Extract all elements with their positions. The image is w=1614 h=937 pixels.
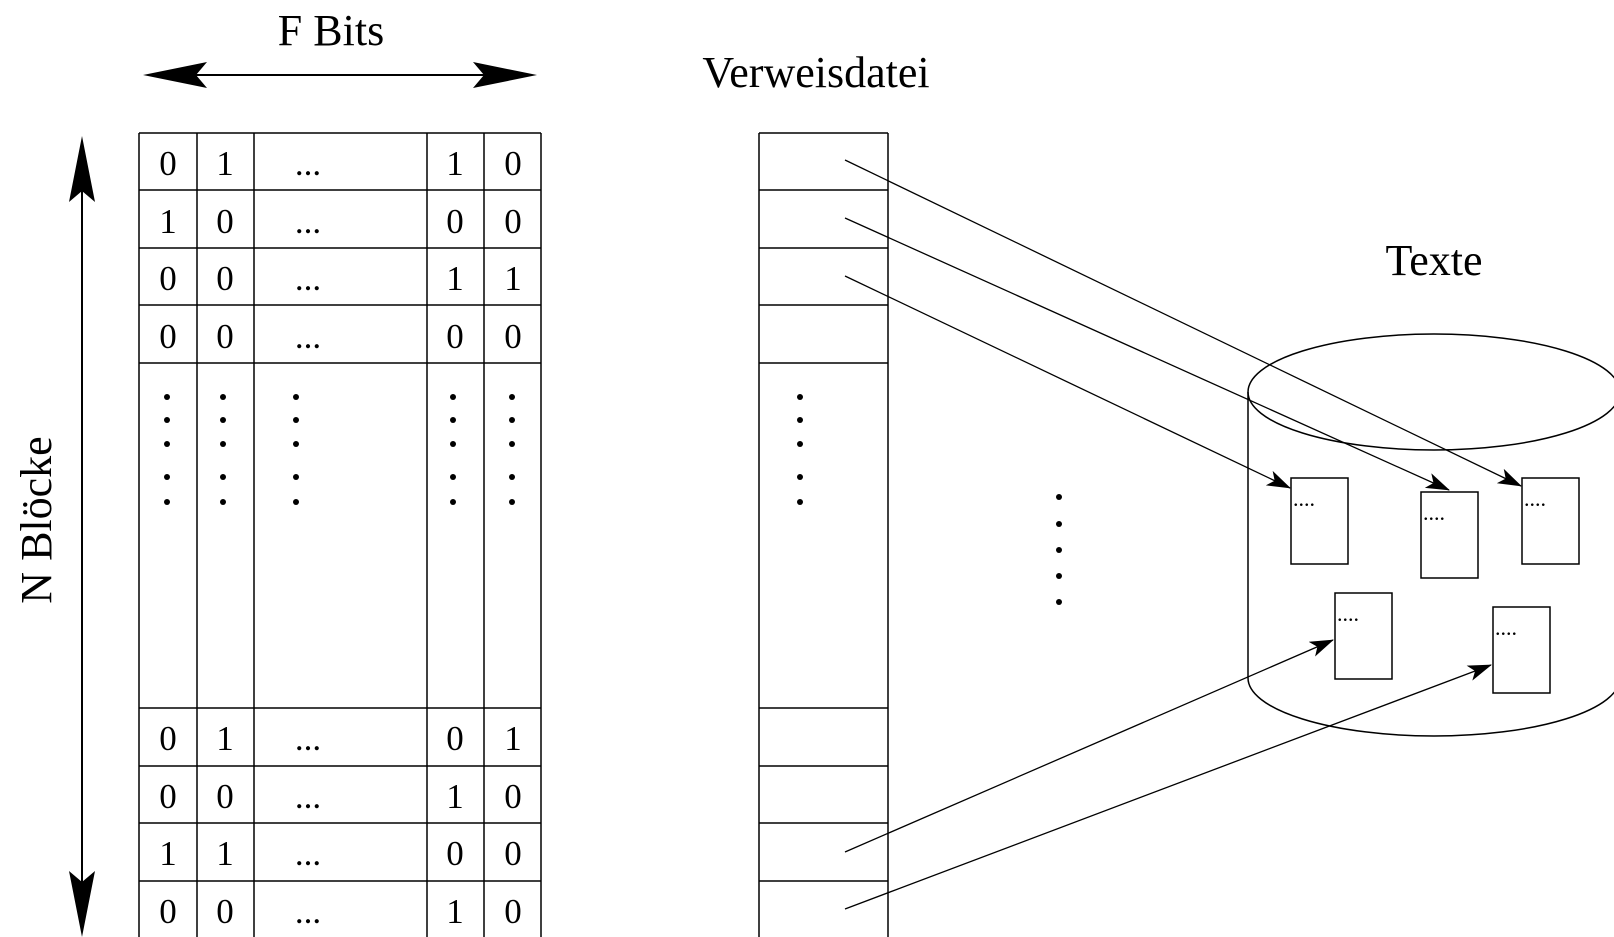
table-cell: 1 [504,719,522,758]
verweisdatei-label: Verweisdatei [702,48,929,97]
table-cell: 1 [216,719,234,758]
document-content: .... [1524,486,1546,511]
table-row: 0 0 ... 1 1 [159,259,522,298]
table-cell: 0 [216,259,234,298]
pointer-arrows [844,159,1522,910]
table-cell: 0 [504,202,522,241]
table-cell: 0 [504,144,522,183]
table-cell: ... [295,719,321,758]
signature-table [138,132,542,937]
text-document: .... [1334,592,1393,680]
table-cell: ... [295,144,321,183]
table-cell: 0 [216,777,234,816]
table-cell: 0 [159,144,177,183]
table-cell: 1 [446,259,464,298]
table-cell: 1 [216,834,234,873]
text-document: .... [1492,606,1551,694]
table-cell: 0 [159,259,177,298]
table-cell: ... [295,317,321,356]
table-cell: 0 [159,777,177,816]
table-cell: 0 [504,834,522,873]
table-cell: 1 [446,777,464,816]
f-bits-label: F Bits [278,6,384,55]
middle-vertical-ellipsis [1056,494,1062,605]
table-bottom-rows: 0 1 ... 0 1 0 0 ... 1 0 1 1 ... 0 0 0 0 … [159,719,522,931]
text-document: .... [1521,477,1580,565]
pointer-arrow [844,159,1522,487]
table-cell: 0 [446,202,464,241]
texte-database-cylinder [1247,333,1614,737]
table-cell: 0 [159,317,177,356]
f-bits-arrow [143,62,537,88]
table-cell: 0 [159,892,177,931]
table-cell: ... [295,777,321,816]
verweisdatei-vertical-ellipsis [797,394,803,505]
table-cell: 1 [504,259,522,298]
verweisdatei-column [758,132,889,937]
pointer-arrow [844,639,1334,853]
table-row: 1 1 ... 0 0 [159,834,522,873]
table-cell: ... [295,834,321,873]
table-cell: 0 [504,892,522,931]
pointer-arrow [844,275,1291,489]
table-row: 1 0 ... 0 0 [159,202,522,241]
document-content: .... [1293,486,1315,511]
table-cell: 0 [504,317,522,356]
table-cell: 0 [446,834,464,873]
document-content: .... [1337,601,1359,626]
table-cell: ... [295,202,321,241]
table-cell: 1 [159,834,177,873]
table-cell: 1 [159,202,177,241]
table-cell: ... [295,892,321,931]
n-bloecke-label: N Blöcke [12,436,61,603]
table-cell: 0 [446,719,464,758]
table-cell: 0 [446,317,464,356]
table-cell: 0 [159,719,177,758]
table-row: 0 0 ... 1 0 [159,777,522,816]
text-document: .... [1420,491,1479,579]
table-cell: 0 [216,317,234,356]
texte-label: Texte [1385,236,1482,285]
table-row: 0 1 ... 0 1 [159,719,522,758]
document-content: .... [1423,500,1445,525]
table-cell: 0 [216,202,234,241]
n-bloecke-arrow [69,136,95,937]
table-vertical-ellipsis [164,394,515,505]
table-row: 0 0 ... 1 0 [159,892,522,931]
table-cell: 1 [446,892,464,931]
table-cell: 0 [216,892,234,931]
table-cell: 0 [504,777,522,816]
table-row: 0 1 ... 1 0 [159,144,522,183]
table-cell: 1 [216,144,234,183]
pointer-arrow [844,664,1492,910]
table-top-rows: 0 1 ... 1 0 1 0 ... 0 0 0 0 ... 1 1 0 0 … [159,144,522,356]
document-content: .... [1495,615,1517,640]
table-cell: 1 [446,144,464,183]
pointer-arrow [844,217,1450,491]
text-document: .... [1290,477,1349,565]
table-row: 0 0 ... 0 0 [159,317,522,356]
table-cell: ... [295,259,321,298]
